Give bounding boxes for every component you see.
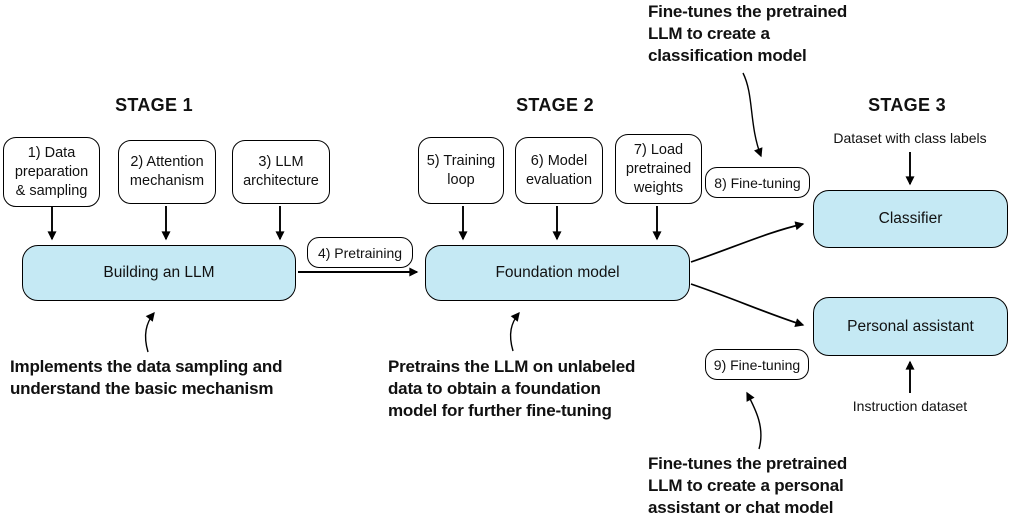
arrow-foundation-to-classifier [690,221,805,263]
step-box-training-loop: 5) Training loop [418,137,504,204]
stage-2-heading: STAGE 2 [516,95,594,115]
annotation-classification-model: Fine-tunes the pretrained LLM to create … [648,1,847,67]
step-box-llm-architecture: 3) LLM architecture [232,140,330,204]
annotation-line: Implements the data sampling and [10,357,283,376]
label-instruction-dataset: Instruction dataset [852,398,968,414]
annotation-pretrains-unlabeled: Pretrains the LLM on unlabeled data to o… [388,356,635,422]
annotation-line: assistant or chat model [648,498,834,517]
model-box-building-llm: Building an LLM [22,245,296,301]
annotation-line: model for further fine-tuning [388,401,612,420]
annotation-line: data to obtain a foundation [388,379,601,398]
step-box-finetuning-assistant: 9) Fine-tuning [705,349,809,380]
annotation-line: classification model [648,46,807,65]
annotation-line: LLM to create a [648,24,770,43]
stage-1-heading: STAGE 1 [115,95,193,115]
arrow-foundation-to-assistant [690,283,805,327]
step-box-attention-mechanism: 2) Attention mechanism [118,140,216,204]
arrow-assistant-note-to-finetuning9 [746,391,762,450]
model-box-foundation-model: Foundation model [425,245,690,301]
annotation-implements-sampling: Implements the data sampling and underst… [10,356,282,400]
stage-3-heading: STAGE 3 [868,95,946,115]
step-box-data-preparation: 1) Data preparation & sampling [3,137,100,207]
annotation-personal-assistant: Fine-tunes the pretrained LLM to create … [648,453,847,519]
arrow-pretrains-note-to-foundation [509,311,520,352]
model-box-personal-assistant: Personal assistant [813,297,1008,356]
label-dataset-with-class-labels: Dataset with class labels [833,130,987,146]
annotation-line: understand the basic mechanism [10,379,274,398]
step-box-pretraining: 4) Pretraining [307,237,413,268]
annotation-line: Fine-tunes the pretrained [648,454,848,473]
step-box-load-pretrained-weights: 7) Load pretrained weights [615,134,702,204]
annotation-line: Pretrains the LLM on unlabeled [388,357,636,376]
arrow-implements-note-to-building-llm [144,311,155,353]
arrow-classification-note-to-finetuning8 [742,72,763,158]
step-box-model-evaluation: 6) Model evaluation [515,137,603,204]
model-box-classifier: Classifier [813,190,1008,248]
step-box-finetuning-classifier: 8) Fine-tuning [705,167,810,198]
annotation-line: LLM to create a personal [648,476,844,495]
annotation-line: Fine-tunes the pretrained [648,2,848,21]
